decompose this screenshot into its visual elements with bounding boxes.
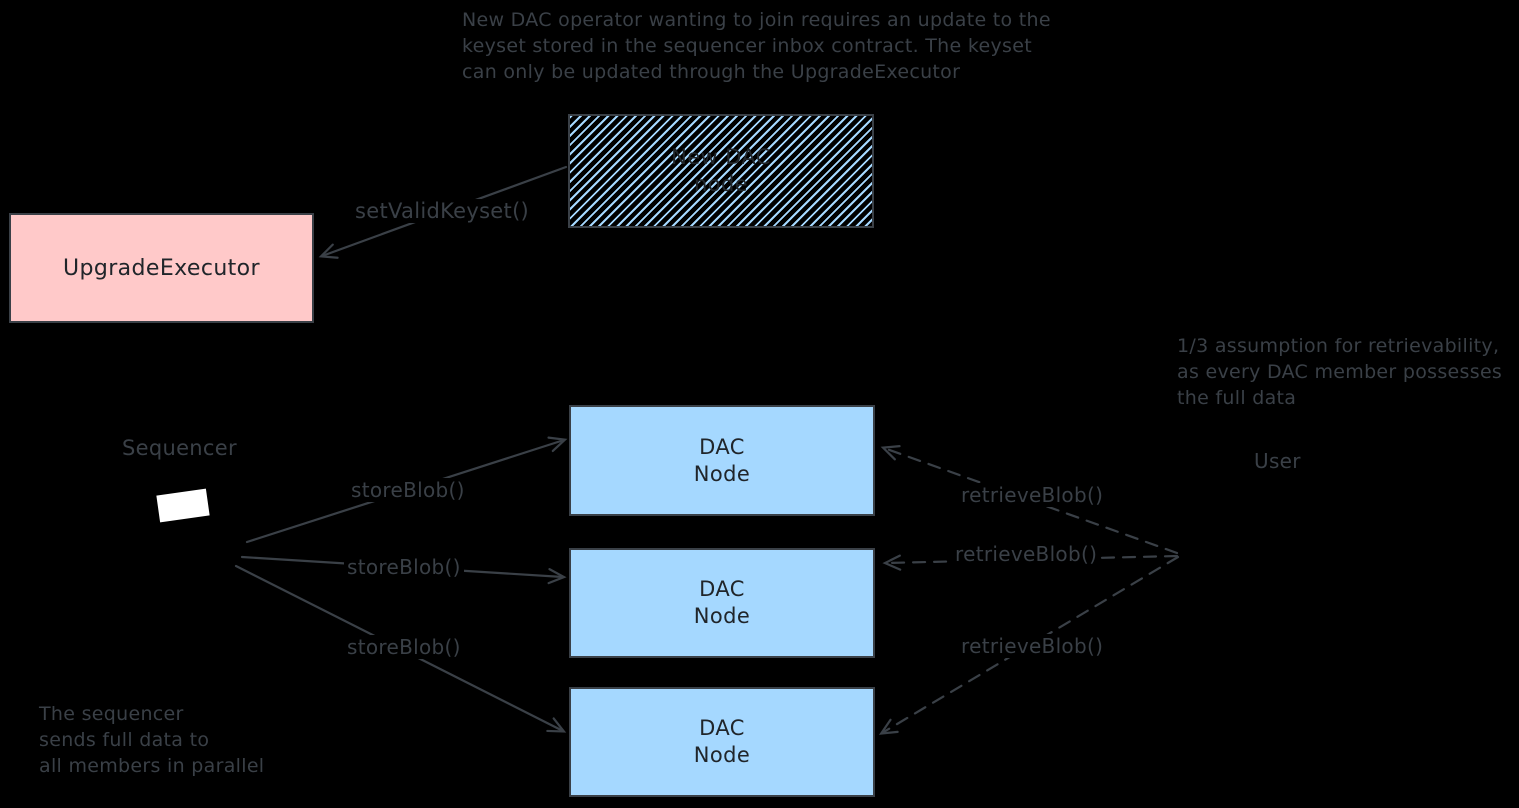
dac-node-box-3: DAC Node [569,687,875,797]
note-line: 1/3 assumption for retrievability, [1177,335,1500,357]
sequencer-label: Sequencer [122,436,237,460]
note-line: all members in parallel [39,755,265,777]
note-parallel: The sequencer sends full data to all mem… [39,701,264,779]
retrieveblob-label-2: retrieveBlob() [952,542,1101,566]
note-line: as every DAC member possesses [1177,361,1503,383]
box-label: UpgradeExecutor [62,255,260,281]
dac-node-box-2: DAC Node [569,548,875,658]
box-label-line: Node [693,461,751,486]
new-dac-node-box: New DAC node [568,114,874,228]
retrieveblob-label-3: retrieveBlob() [958,634,1107,658]
box-label-line: Node [693,604,751,628]
note-line: keyset stored in the sequencer inbox con… [462,35,1032,57]
box-label-line: node [693,172,748,196]
box-label-line: New DAC [671,145,771,169]
arrow-retrieveblob-2 [882,554,1179,571]
storeblob-label-2: storeBlob() [344,555,464,579]
note-top: New DAC operator wanting to join require… [462,7,1051,85]
note-assumption: 1/3 assumption for retrievability, as ev… [1177,333,1502,411]
user-label: User [1254,449,1301,473]
box-label-line: DAC [699,577,745,601]
note-line: New DAC operator wanting to join require… [462,9,1051,31]
note-line: the full data [1177,387,1297,409]
storeblob-label-3: storeBlob() [344,635,464,659]
dac-node-box-1: DAC Node [569,405,875,516]
box-label-line: Node [693,743,751,767]
note-line: can only be updated through the UpgradeE… [462,61,961,83]
box-label-line: DAC [699,434,745,459]
note-line: sends full data to [39,729,210,751]
upgrade-executor-box: UpgradeExecutor [9,213,314,323]
box-label-line: DAC [699,716,745,740]
retrieveblob-label-1: retrieveBlob() [958,483,1107,507]
setvalidkeyset-label: setValidKeyset() [352,199,533,223]
storeblob-label-1: storeBlob() [348,478,468,502]
note-line: The sequencer [39,703,184,725]
